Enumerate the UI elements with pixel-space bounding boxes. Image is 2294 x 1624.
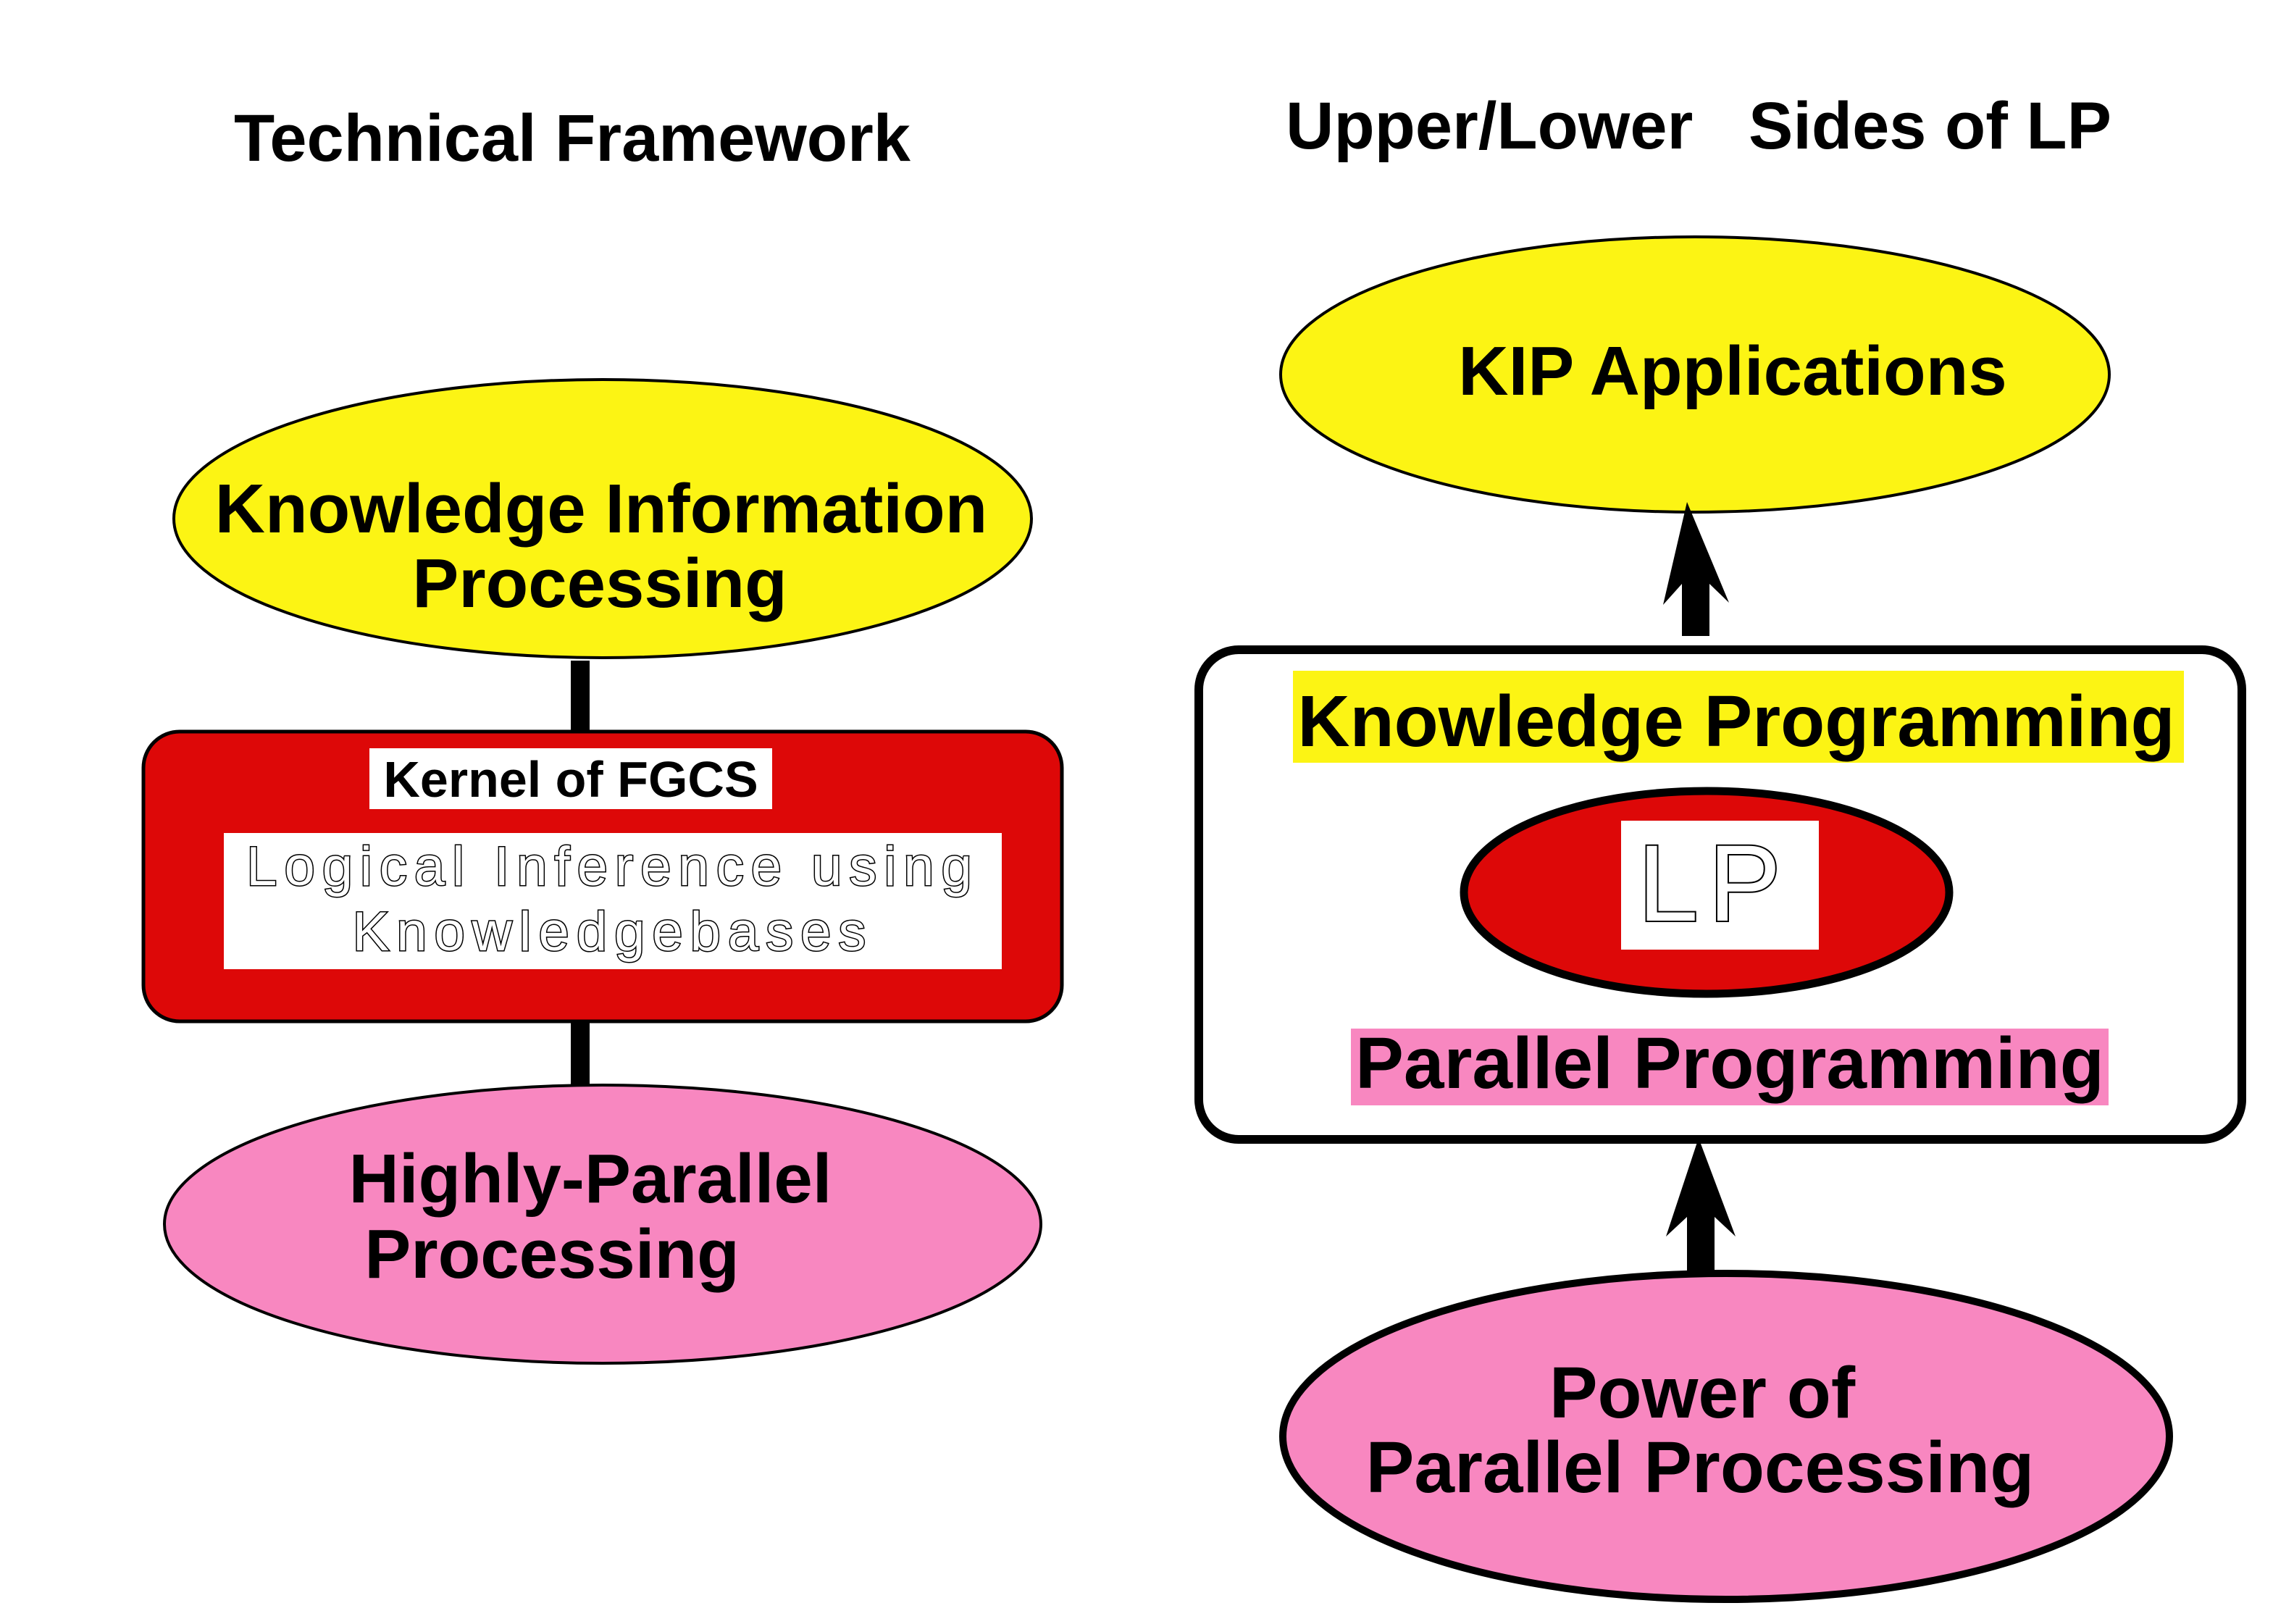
node-label-line1: Power of bbox=[1549, 1352, 1856, 1433]
node-label-line1: Highly-Parallel bbox=[349, 1140, 832, 1218]
node-label-line2: Processing bbox=[364, 1215, 740, 1293]
arrow-head bbox=[1666, 1138, 1736, 1236]
connector-kernel-bottom bbox=[571, 1018, 590, 1090]
arrow-shaft bbox=[1687, 1217, 1715, 1275]
node-power-of-parallel-processing: Power of Parallel Processing bbox=[1279, 1270, 2173, 1603]
node-label-line2: Parallel Processing bbox=[1366, 1427, 2035, 1508]
left-panel-title: Technical Framework bbox=[234, 101, 911, 175]
knowledge-programming-label: Knowledge Programming bbox=[1297, 681, 2174, 762]
arrow-head bbox=[1663, 502, 1729, 605]
kernel-inner-line1: Logical Inference using bbox=[246, 836, 979, 897]
lp-box: Knowledge Programming LP Parallel Progra… bbox=[1194, 645, 2246, 1144]
yellow-ellipse bbox=[1279, 235, 2111, 514]
kernel-label: Kernel of FGCS bbox=[383, 751, 758, 808]
node-knowledge-information-processing: Knowledge Information Processing bbox=[172, 378, 1033, 659]
connector-top-kernel bbox=[571, 661, 590, 733]
arrow-up-icon bbox=[1663, 502, 1729, 636]
kernel-label-background bbox=[369, 748, 772, 809]
kernel-inner-line2: Knowledgebases bbox=[353, 901, 874, 963]
lp-label-background bbox=[1621, 821, 1819, 950]
node-label: KIP Applications bbox=[1458, 332, 2006, 410]
parallel-programming-label: Parallel Programming bbox=[1355, 1023, 2104, 1104]
node-label-line1: Knowledge Information bbox=[215, 470, 988, 548]
knowledge-programming-highlight bbox=[1293, 671, 2184, 763]
pink-ellipse bbox=[1279, 1270, 2173, 1603]
right-panel-title: Upper/Lower Sides of LP bbox=[1286, 89, 2111, 163]
arrow-up-icon bbox=[1666, 1138, 1736, 1275]
yellow-ellipse bbox=[172, 378, 1033, 659]
node-highly-parallel-processing: Highly-Parallel Processing bbox=[163, 1084, 1042, 1365]
node-label-line2: Processing bbox=[412, 545, 787, 622]
kernel-inner-background bbox=[224, 833, 1002, 969]
kernel-of-fgcs-box: Kernel of FGCS Logical Inference using K… bbox=[141, 729, 1064, 1024]
node-kip-applications: KIP Applications bbox=[1279, 235, 2111, 514]
pink-ellipse bbox=[163, 1084, 1042, 1365]
lp-label: LP bbox=[1638, 822, 1791, 944]
parallel-programming-highlight bbox=[1351, 1029, 2109, 1105]
arrow-shaft bbox=[1682, 582, 1709, 636]
